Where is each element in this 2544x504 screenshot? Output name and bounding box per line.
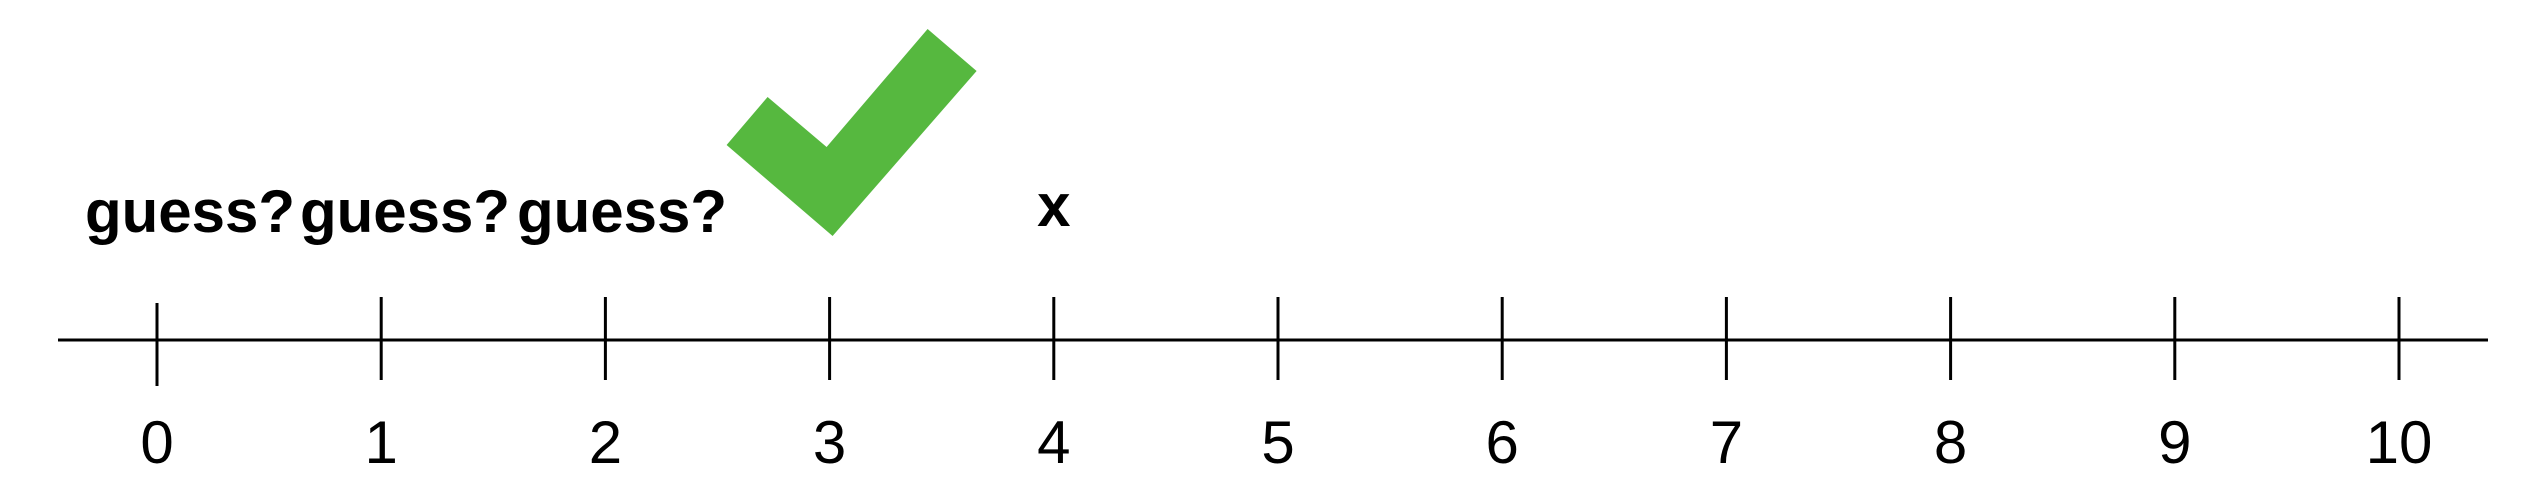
guess-labels: guess? guess? guess? <box>85 178 727 245</box>
target-label-x: x <box>1037 172 1070 239</box>
guess-label: guess? <box>300 178 510 245</box>
checkmark-icon <box>726 29 977 236</box>
tick-label: 1 <box>365 409 398 476</box>
tick-label: 9 <box>2158 409 2191 476</box>
tick-label: 0 <box>140 409 173 476</box>
tick-label: 5 <box>1261 409 1294 476</box>
number-line-tick-labels: 0 1 2 3 4 5 6 7 8 9 10 <box>140 409 2432 476</box>
tick-label: 6 <box>1486 409 1519 476</box>
tick-label: 10 <box>2366 409 2433 476</box>
tick-label: 3 <box>813 409 846 476</box>
tick-label: 8 <box>1934 409 1967 476</box>
tick-label: 2 <box>589 409 622 476</box>
guess-label: guess? <box>85 178 295 245</box>
number-line-ticks <box>155 297 2401 386</box>
tick-label: 7 <box>1710 409 1743 476</box>
tick-label: 4 <box>1037 409 1070 476</box>
guess-label: guess? <box>517 178 727 245</box>
